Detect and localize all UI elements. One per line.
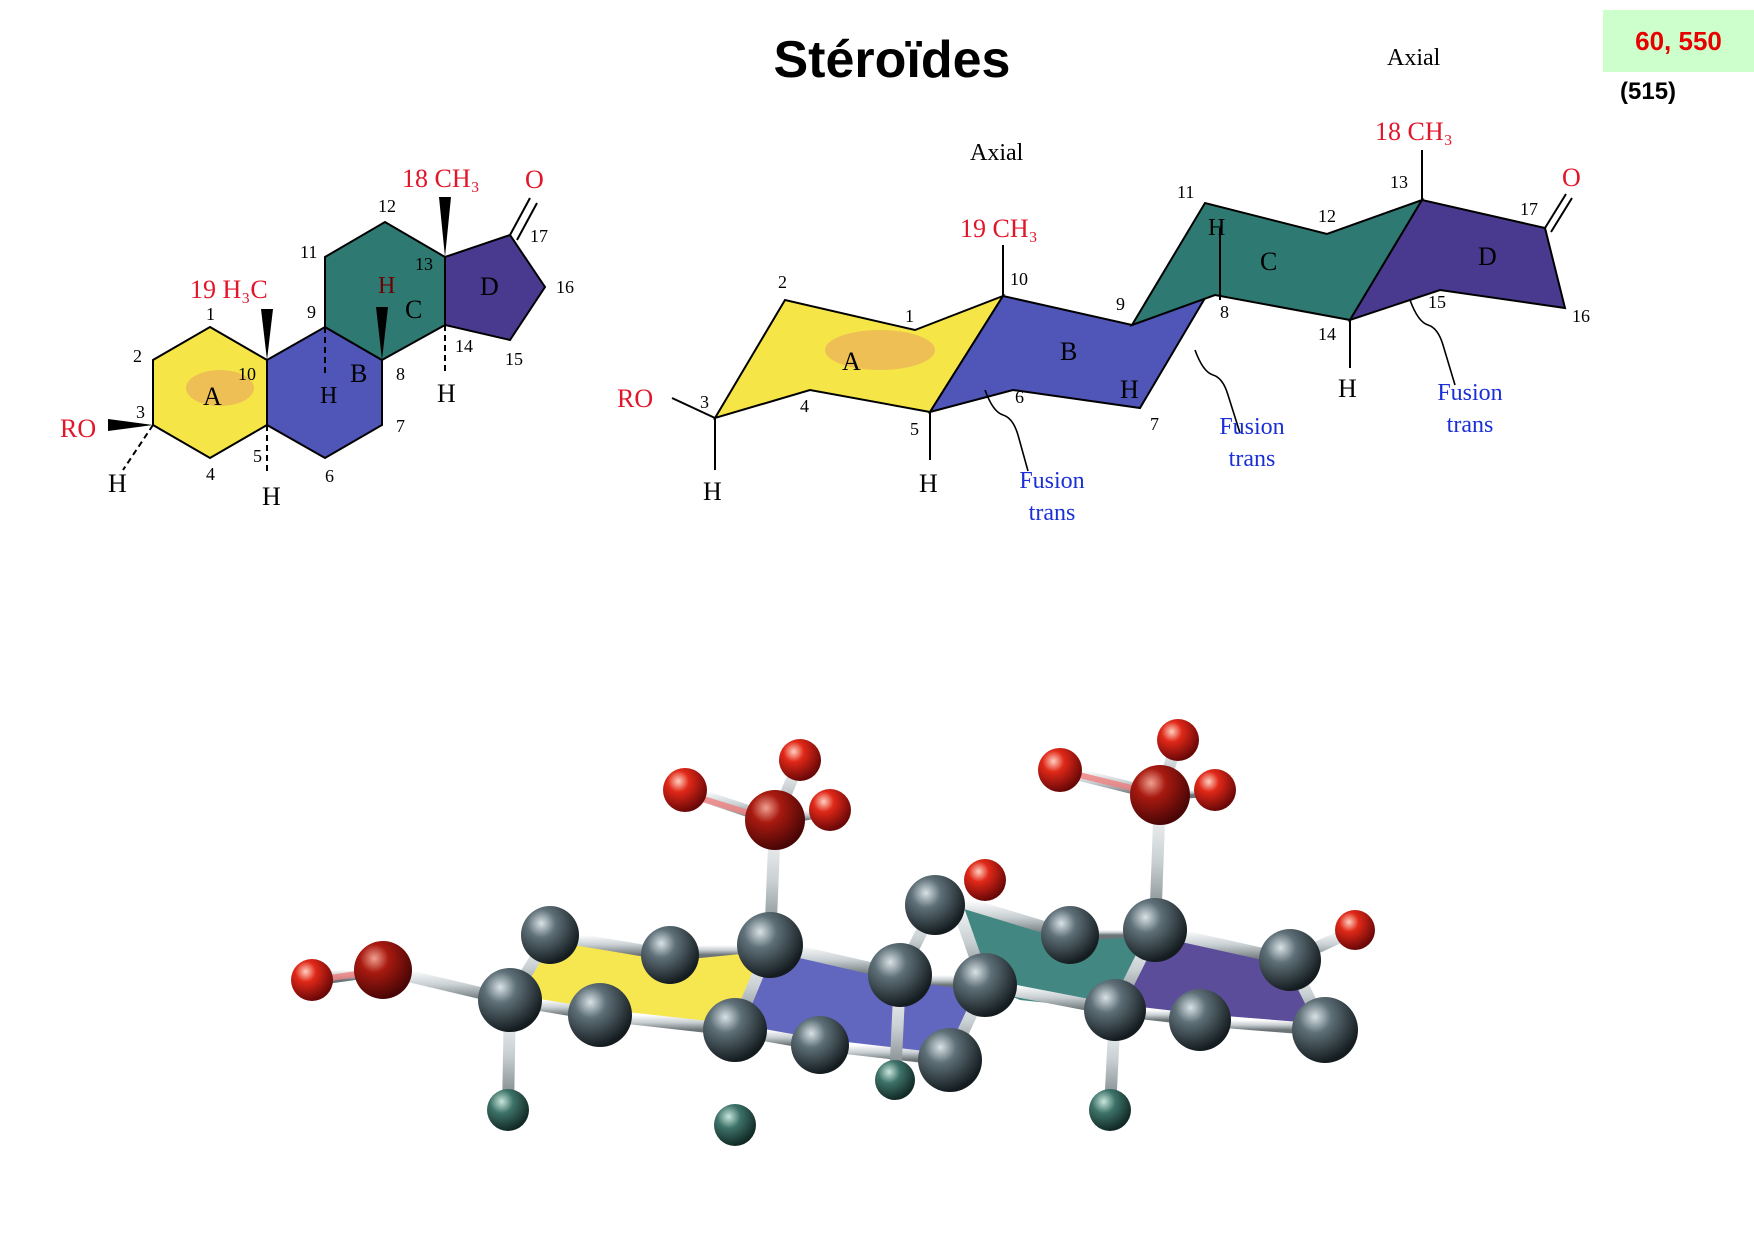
flat-h-3: H <box>108 469 127 498</box>
chair-axial-left: Axial <box>970 140 1024 166</box>
chair-num-8: 8 <box>1220 302 1229 322</box>
flat-num-12: 12 <box>378 196 396 216</box>
flat-ring-d <box>444 233 547 342</box>
chair-h-5: H <box>919 469 938 498</box>
page-reference: 60, 550 <box>1603 10 1754 72</box>
flat-ring-d-label: D <box>480 272 499 301</box>
flat-ketone-oxygen: O <box>525 165 544 194</box>
flat-ro-label: RO <box>60 414 96 443</box>
chair-num-1: 1 <box>905 306 914 326</box>
chair-num-17: 17 <box>1520 199 1538 219</box>
flat-num-7: 7 <box>396 416 405 436</box>
fusion-ab-line1: Fusion <box>1019 468 1084 494</box>
fusion-bc-line2: trans <box>1229 446 1276 472</box>
chair-num-5: 5 <box>910 419 919 439</box>
flat-num-13: 13 <box>415 254 433 274</box>
chair-num-2: 2 <box>778 272 787 292</box>
page-title: Stéroïdes <box>773 31 1011 89</box>
flat-num-11: 11 <box>300 242 317 262</box>
flat-atom-numbers: 1 2 3 4 5 6 7 8 9 10 11 12 13 14 15 16 1… <box>133 196 574 486</box>
flat-ring-c-label: C <box>405 295 422 324</box>
chair-h-3: H <box>703 477 722 506</box>
flat-ring-a-label: A <box>203 382 222 411</box>
chair-ring-d <box>1347 198 1567 322</box>
chair-num-6: 6 <box>1015 387 1024 407</box>
chair-num-3: 3 <box>700 392 709 412</box>
flat-num-16: 16 <box>556 277 574 297</box>
chair-ring-a-label: A <box>842 347 861 376</box>
flat-num-3: 3 <box>136 402 145 422</box>
chair-num-16: 16 <box>1572 306 1590 326</box>
flat-steroid-structure <box>108 197 547 475</box>
flat-num-14: 14 <box>455 336 473 356</box>
chair-num-13: 13 <box>1390 172 1408 192</box>
flat-num-8: 8 <box>396 364 405 384</box>
chair-num-15: 15 <box>1428 292 1446 312</box>
chair-ro-label: RO <box>617 384 653 413</box>
chair-num-12: 12 <box>1318 206 1336 226</box>
chair-axial-right: Axial <box>1387 45 1441 71</box>
chair-ring-b-label: B <box>1060 337 1077 366</box>
flat-num-4: 4 <box>206 464 215 484</box>
chair-h-9: H <box>1120 375 1139 404</box>
flat-methyl-18: 18 CH₃ <box>402 164 480 193</box>
chair-num-11: 11 <box>1177 182 1194 202</box>
fusion-annotations: Fusion trans Fusion trans Fusion trans <box>1019 380 1502 526</box>
flat-num-1: 1 <box>206 304 215 324</box>
flat-h-14: H <box>437 379 456 408</box>
chair-h-8: H <box>1208 215 1225 241</box>
fusion-cd-line2: trans <box>1447 412 1494 438</box>
ball-and-stick-model <box>291 719 1375 1146</box>
flat-h-9: H <box>320 383 337 409</box>
page-reference-alt: (515) <box>1620 78 1677 105</box>
fusion-ab-line2: trans <box>1029 500 1076 526</box>
fusion-bc-line1: Fusion <box>1219 414 1284 440</box>
flat-num-15: 15 <box>505 349 523 369</box>
chair-num-10: 10 <box>1010 269 1028 289</box>
flat-h-8: H <box>378 273 395 299</box>
chair-ring-d-label: D <box>1478 242 1497 271</box>
chair-atom-numbers: 1 2 3 4 5 6 7 8 9 10 11 12 13 14 15 16 1… <box>700 172 1590 439</box>
chair-methyl-19: 19 CH₃ <box>960 214 1038 243</box>
chair-h-14: H <box>1338 374 1357 403</box>
fusion-cd-line1: Fusion <box>1437 380 1502 406</box>
flat-methyl-19: 19 H₃C <box>190 275 268 304</box>
flat-num-17: 17 <box>530 226 548 246</box>
chair-num-4: 4 <box>800 396 809 416</box>
flat-num-9: 9 <box>307 302 316 322</box>
flat-num-10: 10 <box>238 364 256 384</box>
flat-h-5: H <box>262 482 281 511</box>
chair-ketone-oxygen: O <box>1562 163 1581 192</box>
chair-num-9: 9 <box>1116 294 1125 314</box>
chair-ring-c-label: C <box>1260 247 1277 276</box>
chair-steroid-structure <box>671 150 1573 472</box>
flat-num-6: 6 <box>325 466 334 486</box>
flat-num-2: 2 <box>133 346 142 366</box>
flat-ring-b-label: B <box>350 359 367 388</box>
chair-num-14: 14 <box>1318 324 1336 344</box>
flat-num-5: 5 <box>253 446 262 466</box>
chair-num-7: 7 <box>1150 414 1159 434</box>
chair-methyl-18: 18 CH₃ <box>1375 117 1453 146</box>
